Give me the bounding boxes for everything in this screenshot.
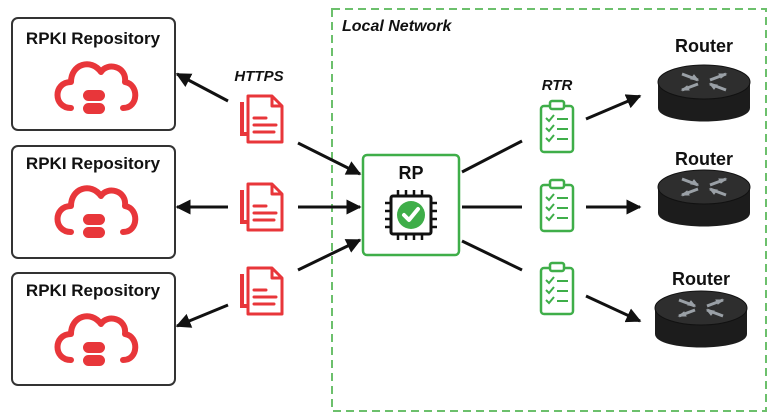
arrow-to-router-1	[585, 94, 642, 121]
router-icon	[656, 168, 752, 232]
repository-3: RPKI Repository	[11, 272, 176, 386]
rp-node: RP	[361, 153, 461, 257]
router-3-label: Router	[672, 269, 730, 289]
rtr-link-3	[461, 239, 523, 272]
document-stack-icon	[238, 266, 284, 316]
clipboard-checklist-icon	[539, 178, 575, 233]
rtr-link-1	[461, 139, 523, 174]
repository-3-label: RPKI Repository	[26, 281, 161, 300]
router-2: Router	[656, 149, 752, 232]
local-network-label: Local Network	[342, 18, 452, 35]
router-1-label: Router	[675, 36, 733, 56]
chip-check-icon	[385, 190, 437, 240]
https-label: HTTPS	[234, 68, 283, 85]
clipboard-checklist-icon	[539, 99, 575, 154]
arrow-to-rp-3	[297, 238, 362, 272]
document-stack-icon	[238, 94, 284, 144]
rtr-label: RTR	[542, 77, 573, 94]
router-3: Router	[653, 269, 749, 353]
clipboard-checklist-icon	[539, 261, 575, 316]
repository-1-label: RPKI Repository	[26, 29, 161, 48]
repository-1: RPKI Repository	[11, 17, 176, 131]
router-icon	[656, 63, 752, 127]
repository-2-label: RPKI Repository	[26, 154, 161, 173]
local-network-region	[331, 8, 767, 412]
repository-2: RPKI Repository	[11, 145, 176, 259]
router-2-label: Router	[675, 149, 733, 169]
router-icon	[653, 289, 749, 353]
router-1: Router	[656, 36, 752, 127]
document-stack-icon	[238, 182, 284, 232]
arrow-to-router-3	[585, 294, 642, 323]
rp-label: RP	[398, 163, 423, 183]
arrow-to-repository-1	[175, 72, 229, 103]
arrow-to-rp-1	[297, 141, 362, 176]
arrow-to-repository-3	[175, 303, 229, 328]
